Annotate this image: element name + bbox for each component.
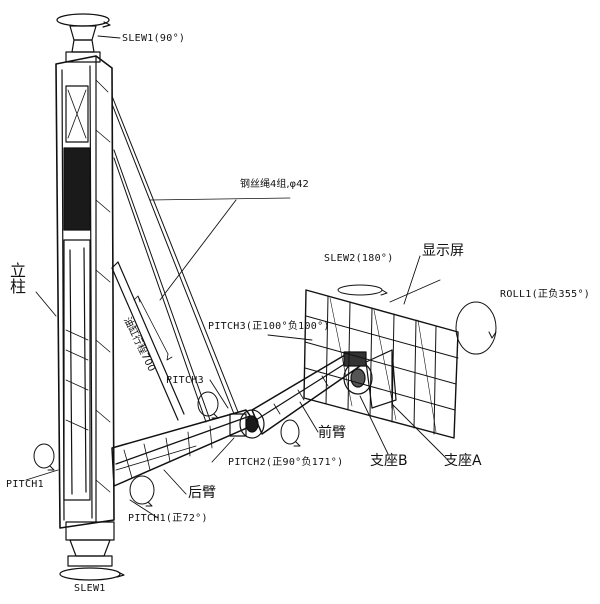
label-slew2: SLEW2(180°) [324,253,394,264]
column [55,55,115,529]
label-slew1-bottom: SLEW1 [74,583,106,594]
rear-arm [111,409,257,487]
display-screen [303,289,459,439]
label-upright: 立柱 [7,262,26,294]
label-pitch1: PITCH1(正72°) [128,513,208,524]
rotation-markers [33,284,497,507]
label-support-a: 支座A [444,453,482,469]
cables [111,95,291,423]
label-support-b: 支座B [370,453,408,469]
column-panel-dark [63,147,91,231]
label-pitch3-short: PITCH3 [166,375,204,386]
label-display: 显示屏 [422,243,464,259]
top-slew-joint [56,13,111,63]
label-pitch1-left: PITCH1 [6,479,44,490]
label-roll1: ROLL1(正负355°) [500,289,591,300]
bottom-slew-joint [59,521,125,581]
label-cable: 钢丝绳4组,φ42 [240,179,309,190]
label-slew1-top: SLEW1(90°) [122,33,186,44]
hydraulic-cylinder [111,261,185,421]
label-pitch3: PITCH3(正100°负100°) [208,321,330,332]
label-forearm: 前臂 [318,425,346,441]
leader-lines [25,35,447,519]
label-rear-arm: 后臂 [188,485,216,501]
label-pitch2: PITCH2(正90°负171°) [228,457,344,468]
